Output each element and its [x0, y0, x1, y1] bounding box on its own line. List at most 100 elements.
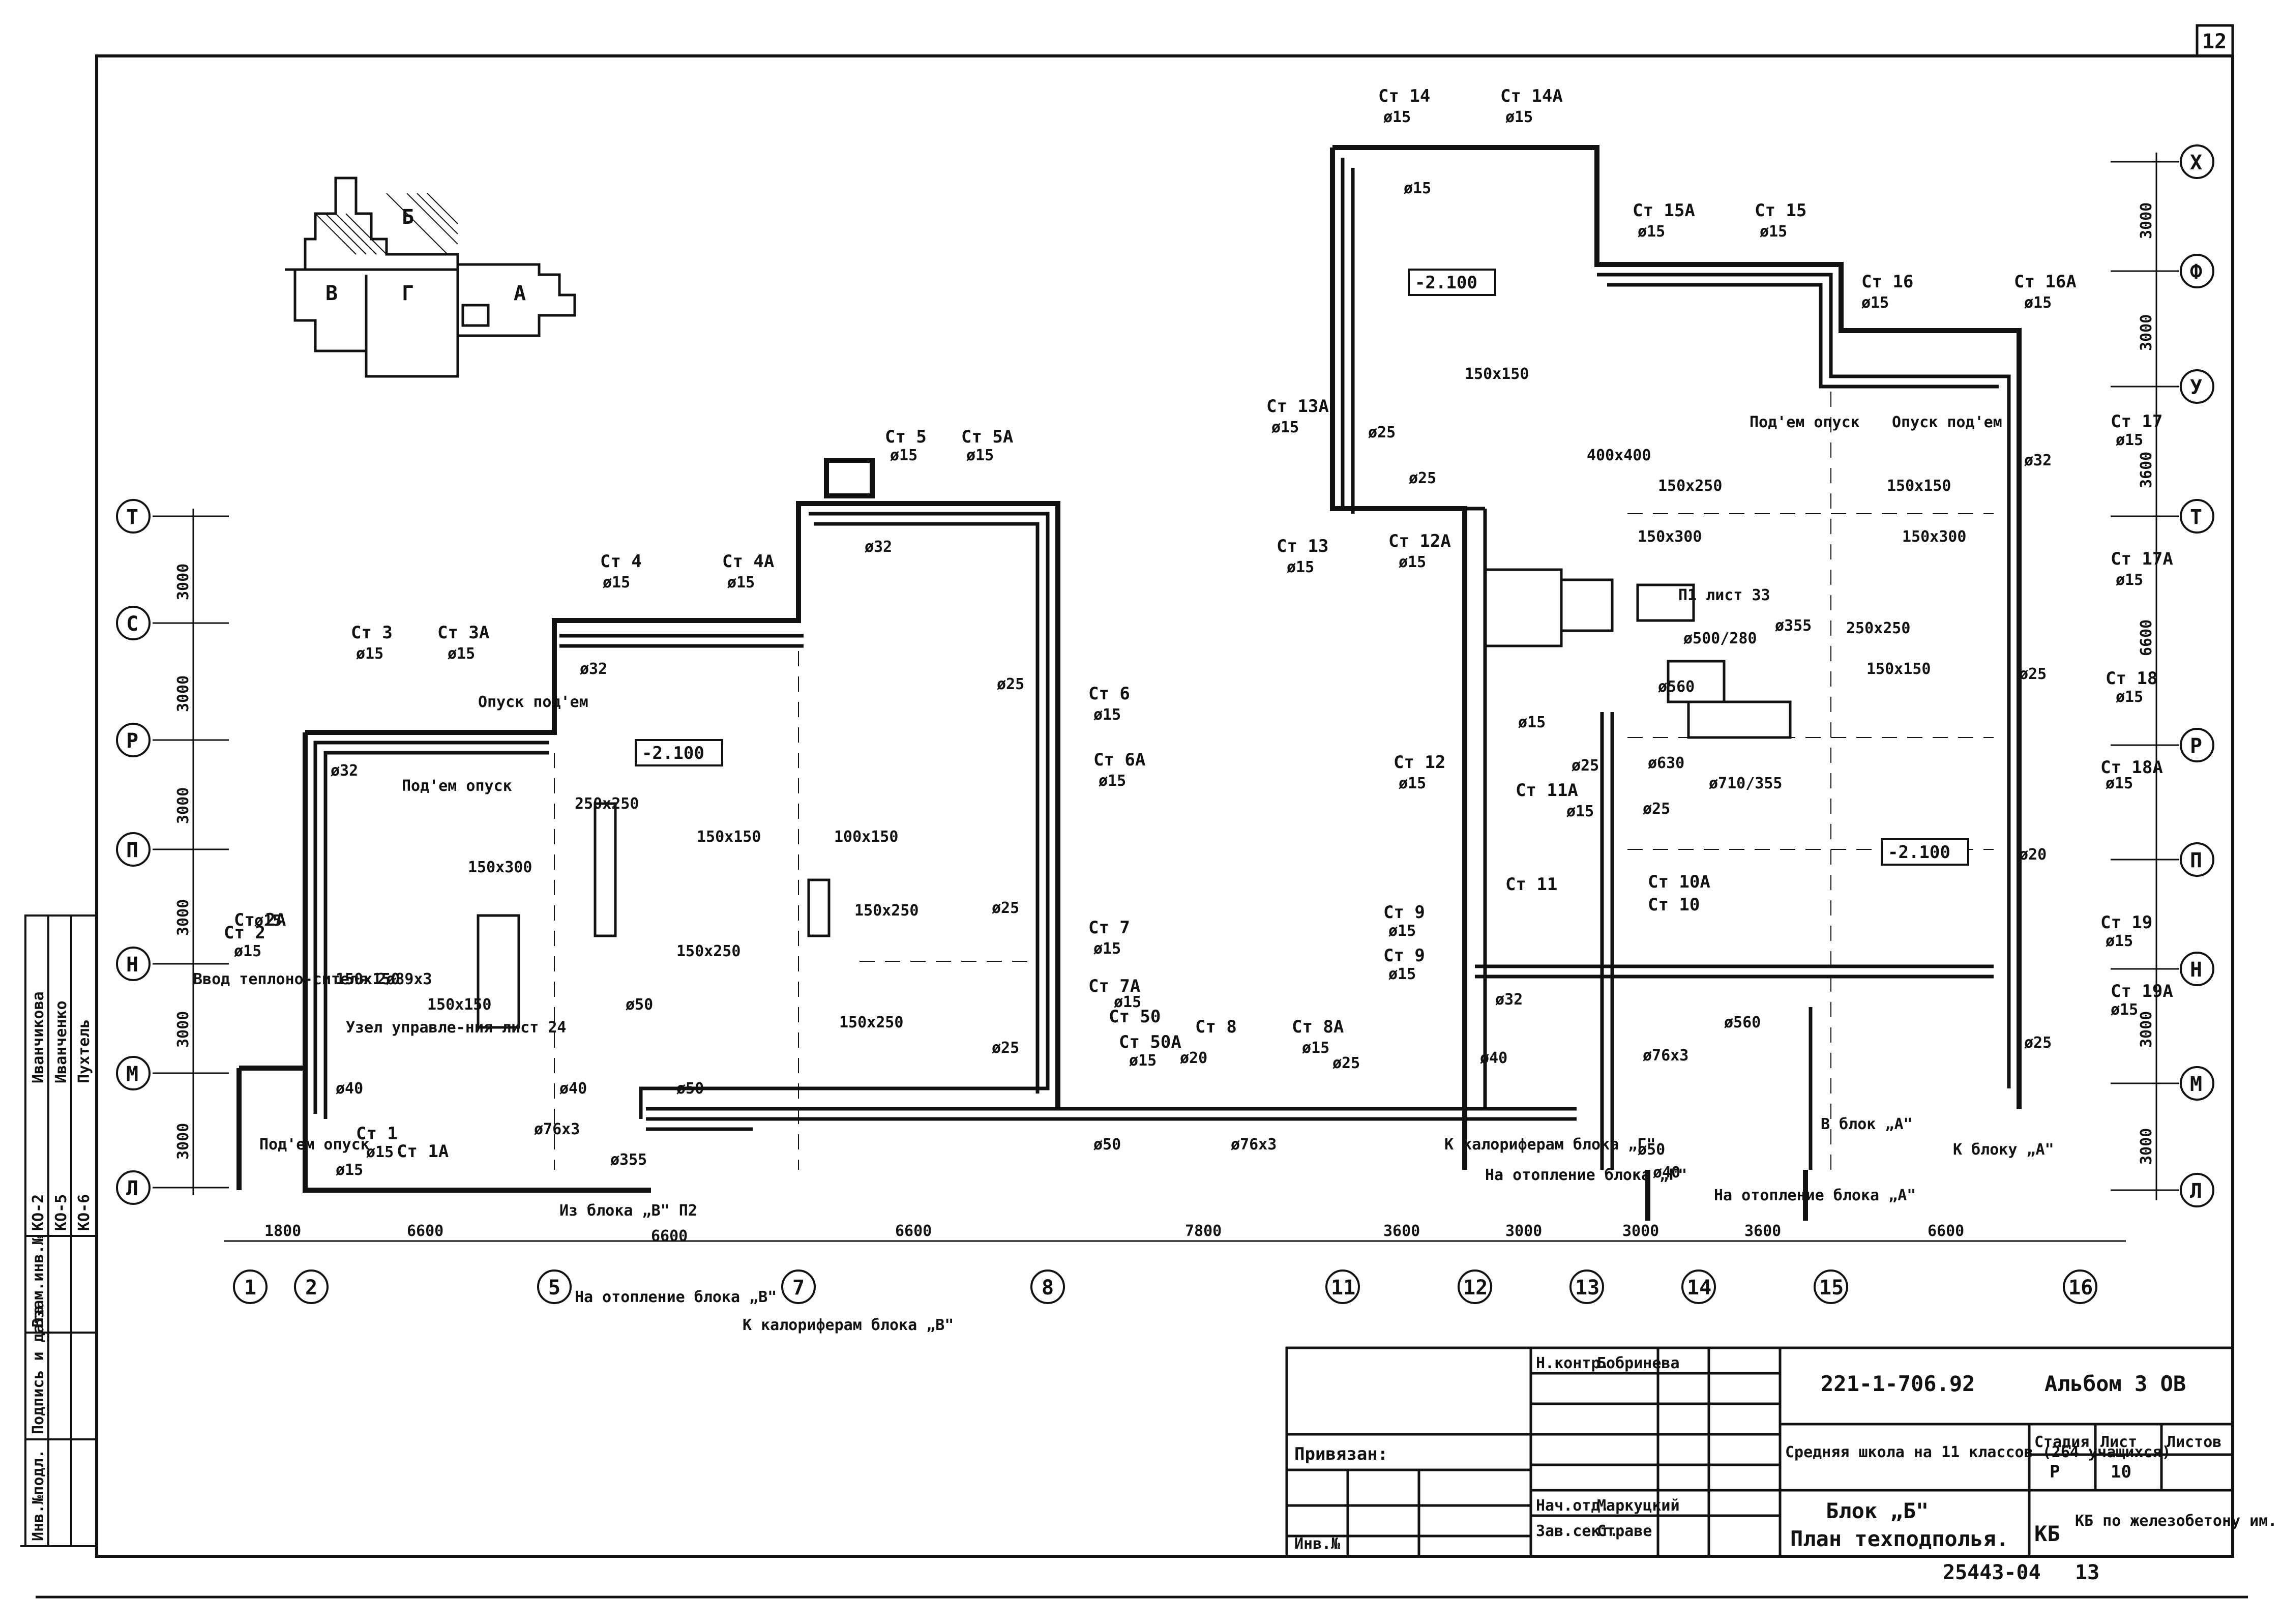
- axis-n-left: Н: [126, 953, 138, 977]
- pipe-14: ø50: [1093, 1136, 1121, 1154]
- dim-bottom-6: 3600: [1383, 1222, 1420, 1240]
- note-vvod: Ввод теплоно-сителя 2ø89x3: [193, 970, 432, 988]
- riser-11a: Ст 11А: [1516, 780, 1578, 801]
- riser-7a: Ст 7А: [1088, 976, 1140, 996]
- note-podem-opusk: Под'ем опуск: [402, 777, 512, 795]
- pipe-12: ø76x3: [534, 1120, 580, 1138]
- pipe-32: ø25: [2024, 1034, 2052, 1052]
- side-stamp-1: КО-2: [29, 1194, 47, 1231]
- axis-p-right: П: [2190, 849, 2202, 872]
- dim-bottom-3: 6600: [651, 1227, 688, 1245]
- pipe-2: ø32: [580, 660, 607, 678]
- riser-9b: Ст 9: [1383, 946, 1425, 966]
- dim-left-6: 3000: [174, 1123, 192, 1160]
- riser-17: Ст 17: [2111, 411, 2162, 432]
- footer-page: 13: [2075, 1561, 2099, 1584]
- pipe-4: ø25: [997, 675, 1024, 693]
- frame: [95, 54, 2234, 1558]
- riser-2a-dia: ø15: [254, 912, 282, 930]
- riser-5: Ст 5: [885, 427, 927, 447]
- sheet-title-2: План техподполья.: [1790, 1526, 2009, 1551]
- duct-9: 150x150: [697, 828, 761, 846]
- riser-4-dia: ø15: [603, 574, 630, 592]
- axis-f-right: Ф: [2190, 260, 2202, 284]
- duct-6: 100x150: [834, 828, 898, 846]
- riser-15a-dia: ø15: [1638, 223, 1665, 241]
- sheet-title-1: Блок „Б": [1826, 1498, 1929, 1523]
- privyazan: Привязан:: [1294, 1444, 1388, 1464]
- riser-18a: Ст 18А: [2100, 757, 2163, 778]
- dim-right-5: 3000: [2138, 1011, 2155, 1048]
- pipe-29: ø25: [2019, 665, 2047, 683]
- duct-12: 150x250: [1658, 477, 1722, 495]
- dim-left-3: 3000: [174, 787, 192, 824]
- riser-13: Ст 13: [1277, 536, 1328, 556]
- pipe-31: ø20: [2019, 846, 2047, 864]
- level-top: -2.100: [1415, 273, 1477, 293]
- dim-right-6: 3000: [2138, 1128, 2155, 1165]
- riser-12-dia: ø15: [1399, 775, 1426, 792]
- pipe-26: ø355: [1775, 617, 1812, 635]
- pipe-5: ø25: [992, 899, 1019, 917]
- note-p1: П1 лист 33: [1678, 586, 1770, 604]
- dim-bottom-1: 1800: [264, 1222, 301, 1240]
- riser-7: Ст 7: [1088, 918, 1130, 938]
- pipe-6: ø25: [992, 1039, 1019, 1057]
- duct-labels: 250x250 150x300 150x150 150x150 150x250 …: [336, 365, 1966, 1031]
- axis-col-14: 14: [1687, 1276, 1711, 1300]
- doc-code: 221-1-706.92: [1821, 1371, 1975, 1396]
- riser-12a-dia: ø15: [1399, 553, 1426, 571]
- riser-1: Ст 1: [356, 1124, 398, 1144]
- duct-17: 150x150: [1866, 660, 1931, 678]
- duct-13: 150x300: [1638, 528, 1702, 546]
- dim-bottom-8: 3000: [1622, 1222, 1659, 1240]
- axis-n-right: Н: [2190, 958, 2202, 982]
- riser-6: Ст 6: [1088, 684, 1130, 704]
- title-block-text: 221-1-706.92 Альбом 3 ОВ Привязан: Инв.№…: [1294, 1354, 2282, 1553]
- riser-4: Ст 4: [600, 551, 642, 572]
- axis-col-12: 12: [1463, 1276, 1488, 1300]
- dim-bottom-5: 7800: [1185, 1222, 1222, 1240]
- riser-3-dia: ø15: [356, 645, 383, 663]
- pipe-35: ø50: [1638, 1141, 1665, 1159]
- key-plan-label-a: А: [514, 282, 526, 305]
- pipe-8: ø50: [676, 1080, 704, 1098]
- axis-col-1: 1: [244, 1276, 256, 1300]
- riser-16: Ст 16: [1861, 272, 1913, 292]
- side-stamp-6: Пухтель: [75, 1019, 93, 1083]
- duct-4: 150x150: [427, 996, 491, 1014]
- pipe-30: ø32: [2024, 452, 2052, 469]
- axis-u-right: У: [2190, 376, 2202, 399]
- sheets-hdr: Листов: [2167, 1433, 2221, 1451]
- duct-16: 250x250: [1846, 619, 1910, 637]
- role-2: Нач.отд.: [1536, 1497, 1610, 1515]
- riser-8a: Ст 8А: [1292, 1017, 1344, 1037]
- riser-19a: Ст 19А: [2111, 981, 2173, 1001]
- riser-6a: Ст 6А: [1093, 750, 1145, 770]
- duct-5: 150x250: [676, 942, 740, 960]
- riser-15a: Ст 15А: [1633, 200, 1695, 221]
- axis-col-13: 13: [1575, 1276, 1599, 1300]
- riser-11: Ст 11: [1505, 874, 1557, 895]
- riser-17-dia: ø15: [2116, 431, 2143, 449]
- pipe-20: ø15: [1518, 714, 1546, 731]
- footer-code: 25443-04: [1943, 1561, 2041, 1584]
- duct-2: 150x300: [468, 859, 532, 876]
- riser-9a: Ст 9: [1383, 902, 1425, 923]
- riser-19a-dia: ø15: [2111, 1001, 2138, 1019]
- dim-right-2: 3000: [2138, 314, 2155, 351]
- role-3: Зав.сект.: [1536, 1522, 1619, 1540]
- riser-5-dia: ø15: [890, 447, 917, 464]
- side-stamp-h1: Инв.№подл.: [29, 1449, 47, 1541]
- riser-16a: Ст 16А: [2014, 272, 2077, 292]
- riser-11a-dia: ø15: [1566, 803, 1594, 820]
- pipe-13: ø76x3: [1231, 1136, 1277, 1154]
- pipe-16: ø25: [1409, 469, 1436, 487]
- riser-10: Ст 10: [1648, 895, 1700, 915]
- pipe-10: ø40: [559, 1080, 587, 1098]
- riser-14-dia: ø15: [1383, 108, 1411, 126]
- pipe-36: ø40: [1653, 1164, 1680, 1182]
- riser-3: Ст 3: [351, 623, 393, 643]
- riser-7-dia: ø15: [1093, 940, 1121, 958]
